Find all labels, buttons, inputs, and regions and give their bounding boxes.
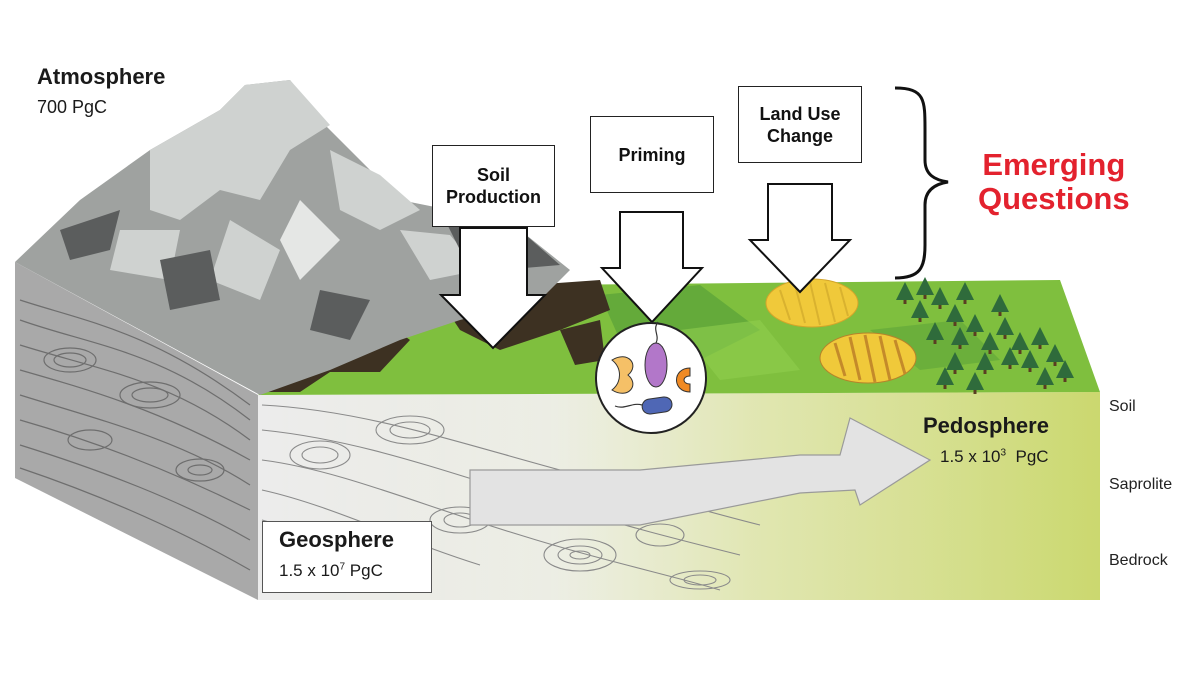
tree-trunk bbox=[983, 370, 987, 374]
priming-label: Priming bbox=[618, 144, 686, 165]
pedosphere-value-unit: PgC bbox=[1015, 447, 1049, 466]
tree-trunk bbox=[903, 300, 907, 304]
tree-icon bbox=[1001, 347, 1019, 365]
tree-trunk bbox=[1018, 350, 1022, 354]
pedosphere-value-base: 1.5 x 10 bbox=[940, 447, 1001, 466]
emerging-questions-label: Emerging Questions bbox=[978, 148, 1130, 216]
tree-trunk bbox=[923, 295, 927, 299]
mountain bbox=[15, 80, 570, 395]
layer-label-soil: Soil bbox=[1109, 398, 1136, 415]
tree-icon bbox=[956, 282, 974, 300]
tree-trunk bbox=[973, 390, 977, 394]
tree-trunk bbox=[933, 340, 937, 344]
tree-trunk bbox=[1063, 378, 1067, 382]
land-use-change-arrow bbox=[747, 183, 853, 294]
tree-icon bbox=[931, 287, 949, 305]
tree-trunk bbox=[973, 332, 977, 336]
tree-icon bbox=[926, 322, 944, 340]
tree-icon bbox=[916, 277, 934, 295]
layer-label-saprolite: Saprolite bbox=[1109, 476, 1173, 493]
geosphere-value-base: 1.5 x 10 bbox=[279, 561, 340, 580]
tree-trunk bbox=[958, 345, 962, 349]
tree-trunk bbox=[963, 300, 967, 304]
priming-arrow bbox=[599, 211, 705, 324]
tree-trunk bbox=[1028, 368, 1032, 372]
atmosphere-carbon-value: 700 PgC bbox=[37, 97, 108, 117]
land-use-change-line2: Change bbox=[766, 125, 833, 146]
layer-label-bedrock: Bedrock bbox=[1109, 552, 1168, 569]
tree-trunk bbox=[953, 370, 957, 374]
tree-trunk bbox=[938, 305, 942, 309]
tree-trunk bbox=[1003, 335, 1007, 339]
tree-icon bbox=[946, 352, 964, 370]
emerging-line1: Emerging bbox=[982, 147, 1126, 182]
tree-icon bbox=[1046, 344, 1064, 362]
priming-box: Priming bbox=[590, 116, 714, 193]
microbes-icon bbox=[595, 321, 707, 434]
pedosphere-carbon-value: 1.5 x 103 PgC bbox=[940, 447, 1049, 467]
tree-trunk bbox=[953, 322, 957, 326]
tree-icon bbox=[1011, 332, 1029, 350]
tree-icon bbox=[896, 282, 914, 300]
tree-icon bbox=[951, 327, 969, 345]
geosphere-value-unit: PgC bbox=[349, 561, 383, 580]
soil-production-arrow bbox=[438, 227, 548, 350]
tree-icon bbox=[946, 304, 964, 322]
tree-icon bbox=[936, 367, 954, 385]
tree-trunk bbox=[1043, 385, 1047, 389]
forest bbox=[896, 277, 1074, 394]
tree-trunk bbox=[918, 318, 922, 322]
emerging-line2: Questions bbox=[978, 181, 1130, 216]
tree-icon bbox=[966, 372, 984, 390]
tree-trunk bbox=[943, 385, 947, 389]
tree-icon bbox=[996, 317, 1014, 335]
weathering-arrow bbox=[469, 417, 932, 526]
tree-icon bbox=[1036, 367, 1054, 385]
tree-trunk bbox=[1038, 345, 1042, 349]
tree-icon bbox=[976, 352, 994, 370]
soil-production-line2: Production bbox=[446, 187, 541, 207]
tree-icon bbox=[991, 294, 1009, 312]
land-use-change-line1: Land Use bbox=[759, 103, 841, 124]
agricultural-field-lower bbox=[819, 332, 917, 384]
geosphere-box bbox=[262, 521, 432, 593]
geosphere-carbon-value: 1.5 x 107 PgC bbox=[279, 561, 383, 581]
emerging-questions-brace bbox=[894, 86, 949, 280]
atmosphere-title: Atmosphere bbox=[37, 64, 166, 89]
tree-trunk bbox=[1008, 365, 1012, 369]
agricultural-field-upper bbox=[765, 278, 859, 328]
tree-trunk bbox=[1053, 362, 1057, 366]
geosphere-value-exponent: 7 bbox=[339, 561, 346, 573]
tree-icon bbox=[981, 332, 999, 350]
pedosphere-title: Pedosphere bbox=[923, 413, 1049, 438]
soil-production-line1: Soil bbox=[476, 165, 510, 185]
geosphere-title: Geosphere bbox=[279, 527, 394, 552]
tree-trunk bbox=[988, 350, 992, 354]
tree-icon bbox=[966, 314, 984, 332]
tree-icon bbox=[1031, 327, 1049, 345]
tree-icon bbox=[1021, 350, 1039, 368]
tree-icon bbox=[1056, 360, 1074, 378]
pedosphere-value-exponent: 3 bbox=[1000, 447, 1007, 459]
tree-trunk bbox=[998, 312, 1002, 316]
tree-icon bbox=[911, 300, 929, 318]
block-left-face bbox=[15, 262, 258, 600]
